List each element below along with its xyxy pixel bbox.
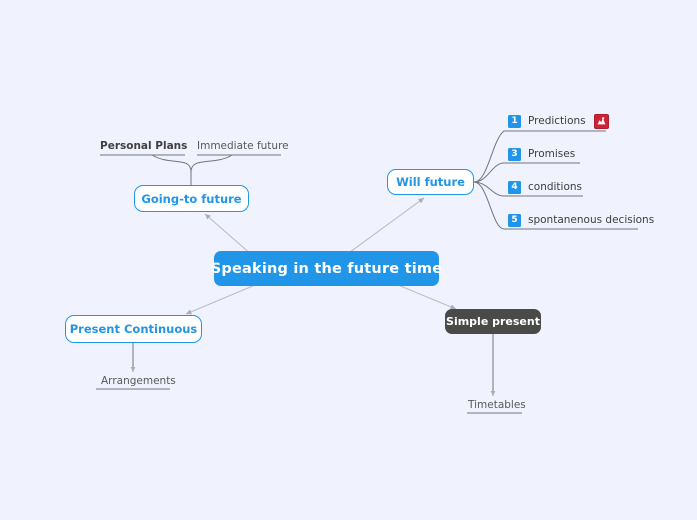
edge-goingto-to-personal-plans <box>151 154 192 173</box>
leaf-label-conditions: conditions <box>528 181 583 193</box>
leaf-predictions[interactable]: 1 Predictions <box>508 113 609 129</box>
red-marker-icon[interactable] <box>593 113 609 129</box>
branch-label-going-to-future: Going-to future <box>141 191 242 206</box>
leaf-label-promises: Promises <box>528 148 576 160</box>
leaf-label-spontaneous-decisions: spontanenous decisions <box>528 214 655 226</box>
leaf-label-timetables: Timetables <box>468 399 526 411</box>
leaf-timetables[interactable]: Timetables <box>468 398 526 412</box>
branch-node-present-continuous[interactable]: Present Continuous <box>65 315 202 343</box>
root-node-label: Speaking in the future time <box>210 260 443 277</box>
branch-label-present-continuous: Present Continuous <box>69 322 198 336</box>
leaf-immediate-future[interactable]: Immediate future <box>197 139 289 153</box>
root-node[interactable]: Speaking in the future time <box>210 251 443 286</box>
leaf-label-predictions: Predictions <box>528 115 586 127</box>
leaf-number-badge-4: 4 <box>508 180 521 194</box>
branch-node-simple-present[interactable]: Simple present <box>445 309 541 334</box>
edge-root-to-simple-present <box>397 284 457 310</box>
branch-label-will-future: Will future <box>396 175 465 189</box>
leaf-label-immediate-future: Immediate future <box>197 140 289 152</box>
leaf-promises[interactable]: 3 Promises <box>508 147 575 161</box>
branch-label-simple-present: Simple present <box>446 315 540 328</box>
leaf-arrangements[interactable]: Arrangements <box>101 374 176 388</box>
edge-root-to-going-to-future <box>204 213 253 256</box>
leaf-conditions[interactable]: 4 conditions <box>508 180 582 194</box>
branch-node-will-future[interactable]: Will future <box>387 169 474 195</box>
leaf-number-badge-3: 3 <box>508 147 521 161</box>
leaf-spontaneous-decisions[interactable]: 5 spontanenous decisions <box>508 213 654 227</box>
leaf-label-arrangements: Arrangements <box>101 375 176 387</box>
edge-root-to-present-continuous <box>185 284 256 315</box>
leaf-number-badge-5: 5 <box>508 213 521 227</box>
branch-node-going-to-future[interactable]: Going-to future <box>134 185 249 212</box>
edge-root-to-will-future <box>349 197 425 253</box>
leaf-personal-plans[interactable]: Personal Plans <box>100 139 187 153</box>
edge-goingto-to-immediate-future <box>190 154 233 173</box>
leaf-number-badge-1: 1 <box>508 114 521 128</box>
leaf-label-personal-plans: Personal Plans <box>100 140 188 152</box>
